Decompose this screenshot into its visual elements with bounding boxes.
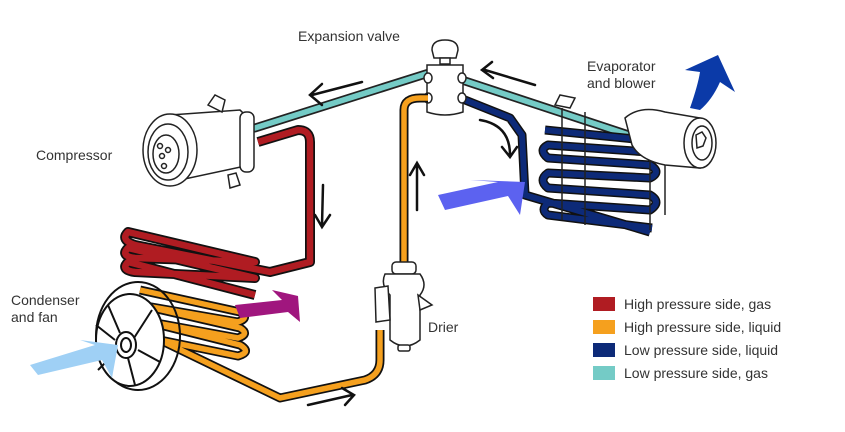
legend-item: Low pressure side, gas: [593, 361, 781, 384]
blower: [624, 108, 717, 169]
high-gas-line: [120, 125, 315, 300]
legend-label: Low pressure side, gas: [624, 364, 768, 381]
legend-item: Low pressure side, liquid: [593, 338, 781, 361]
legend-swatch-low-gas: [593, 365, 615, 380]
legend-swatch-low-liquid: [593, 342, 615, 357]
flow-arrows: [306, 60, 537, 407]
compressor-label: Compressor: [36, 147, 113, 163]
expansion-valve: [423, 39, 467, 116]
evaporator-air-out-arrow: [685, 55, 735, 110]
legend-swatch-high-gas: [593, 296, 615, 311]
compressor: [142, 94, 255, 189]
condenser-label: Condenser and fan: [11, 292, 80, 325]
legend: High pressure side, gas High pressure si…: [593, 292, 781, 384]
hot-air-arrow: [235, 290, 300, 322]
legend-label: Low pressure side, liquid: [624, 341, 779, 358]
legend-item: High pressure side, liquid: [593, 315, 781, 338]
legend-item: High pressure side, gas: [593, 292, 781, 315]
drier: [374, 261, 434, 352]
drier-label: Drier: [428, 319, 459, 335]
low-liquid-line: [458, 93, 661, 237]
cool-air-in-arrow: [30, 340, 118, 378]
evaporator-air-in-arrow: [438, 180, 525, 215]
legend-label: High pressure side, liquid: [624, 318, 782, 335]
high-liquid-line: [135, 93, 428, 403]
low-gas-line: [250, 67, 652, 147]
expansion-valve-label: Expansion valve: [298, 28, 400, 44]
legend-label: High pressure side, gas: [624, 295, 772, 312]
condenser-fan: [95, 281, 181, 391]
evaporator-label: Evaporator and blower: [587, 58, 656, 91]
legend-swatch-high-liquid: [593, 319, 615, 334]
